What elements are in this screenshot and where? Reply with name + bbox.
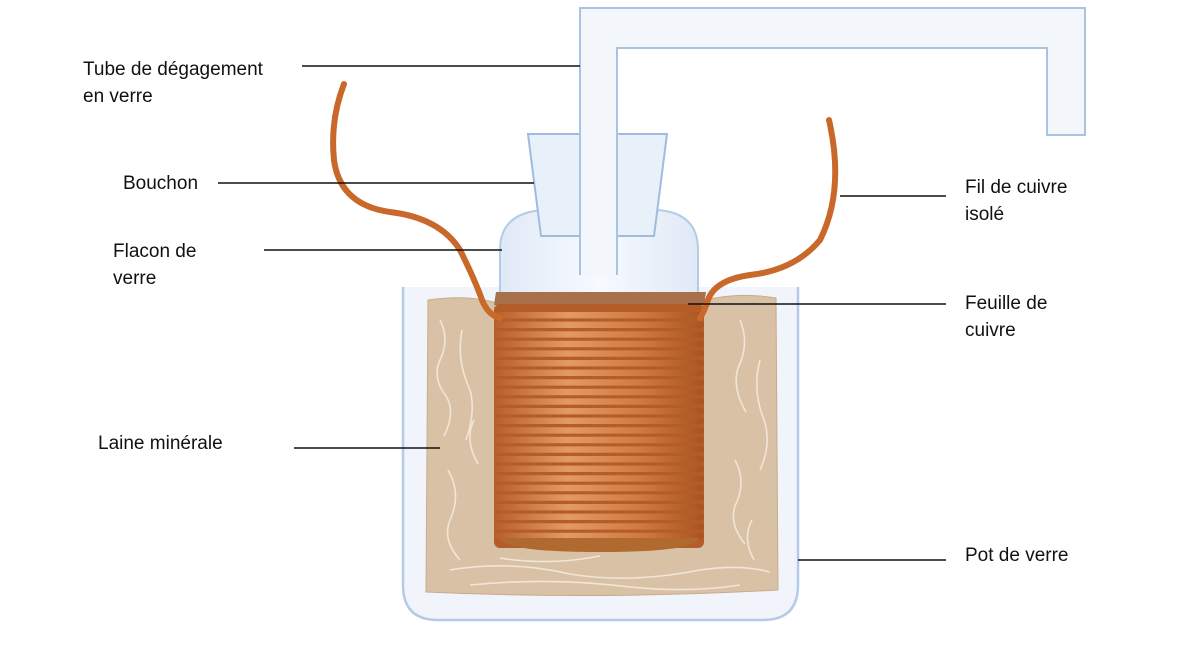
coil-turn xyxy=(494,436,704,444)
coil-turn xyxy=(494,427,704,434)
label-tube: Tube de dégagement en verre xyxy=(83,56,263,110)
coil-turn xyxy=(494,484,704,492)
label-feuille-line-1: Feuille de xyxy=(965,293,1048,314)
coil-turn xyxy=(494,465,704,472)
label-pot-line-1: Pot de verre xyxy=(965,545,1069,566)
label-fil-line-2: isolé xyxy=(965,204,1005,225)
coil-turn xyxy=(494,417,704,424)
label-tube-line-1: Tube de dégagement xyxy=(83,59,263,80)
coil-base xyxy=(500,538,698,552)
coil-body xyxy=(494,304,704,548)
coil-turn xyxy=(494,331,704,338)
coil-turn xyxy=(494,475,704,482)
label-pot: Pot de verre xyxy=(965,542,1069,569)
coil-turn xyxy=(494,408,704,415)
label-laine: Laine minérale xyxy=(98,430,223,457)
coil-turn xyxy=(494,340,704,348)
copper-sheet xyxy=(494,292,706,305)
label-tube-line-2: en verre xyxy=(83,86,153,107)
coil-turn xyxy=(494,388,704,396)
label-fil: Fil de cuivre isolé xyxy=(965,174,1067,228)
coil-turn xyxy=(494,379,704,386)
coil-turn xyxy=(494,360,704,367)
coil-turn xyxy=(494,398,704,405)
coil-turn xyxy=(494,446,704,453)
coil-turn xyxy=(494,513,704,520)
label-fil-line-1: Fil de cuivre xyxy=(965,177,1068,198)
coil-turn xyxy=(494,369,704,376)
coil-turn xyxy=(494,321,704,328)
label-feuille: Feuille de cuivre xyxy=(965,290,1047,344)
label-laine-line-1: Laine minérale xyxy=(98,433,223,454)
label-flacon: Flacon de verre xyxy=(113,238,196,292)
label-feuille-line-2: cuivre xyxy=(965,320,1016,341)
coil-turn xyxy=(494,504,704,511)
coil-turn xyxy=(494,456,704,463)
label-bouchon: Bouchon xyxy=(123,170,198,197)
coil-turn xyxy=(494,523,704,530)
label-bouchon-line-1: Bouchon xyxy=(123,173,199,194)
insulated-wire-left xyxy=(330,81,503,321)
mineral-wool-fibers xyxy=(436,319,771,591)
label-flacon-line-1: Flacon de xyxy=(113,241,197,262)
coil-turn xyxy=(494,312,704,319)
coil-turn xyxy=(494,350,704,357)
copper-coil xyxy=(494,312,704,552)
label-flacon-line-2: verre xyxy=(113,268,157,289)
coil-turn xyxy=(494,532,704,540)
leader-lines xyxy=(218,65,946,561)
coil-turn xyxy=(494,494,704,501)
glass-delivery-tube xyxy=(579,7,1086,275)
